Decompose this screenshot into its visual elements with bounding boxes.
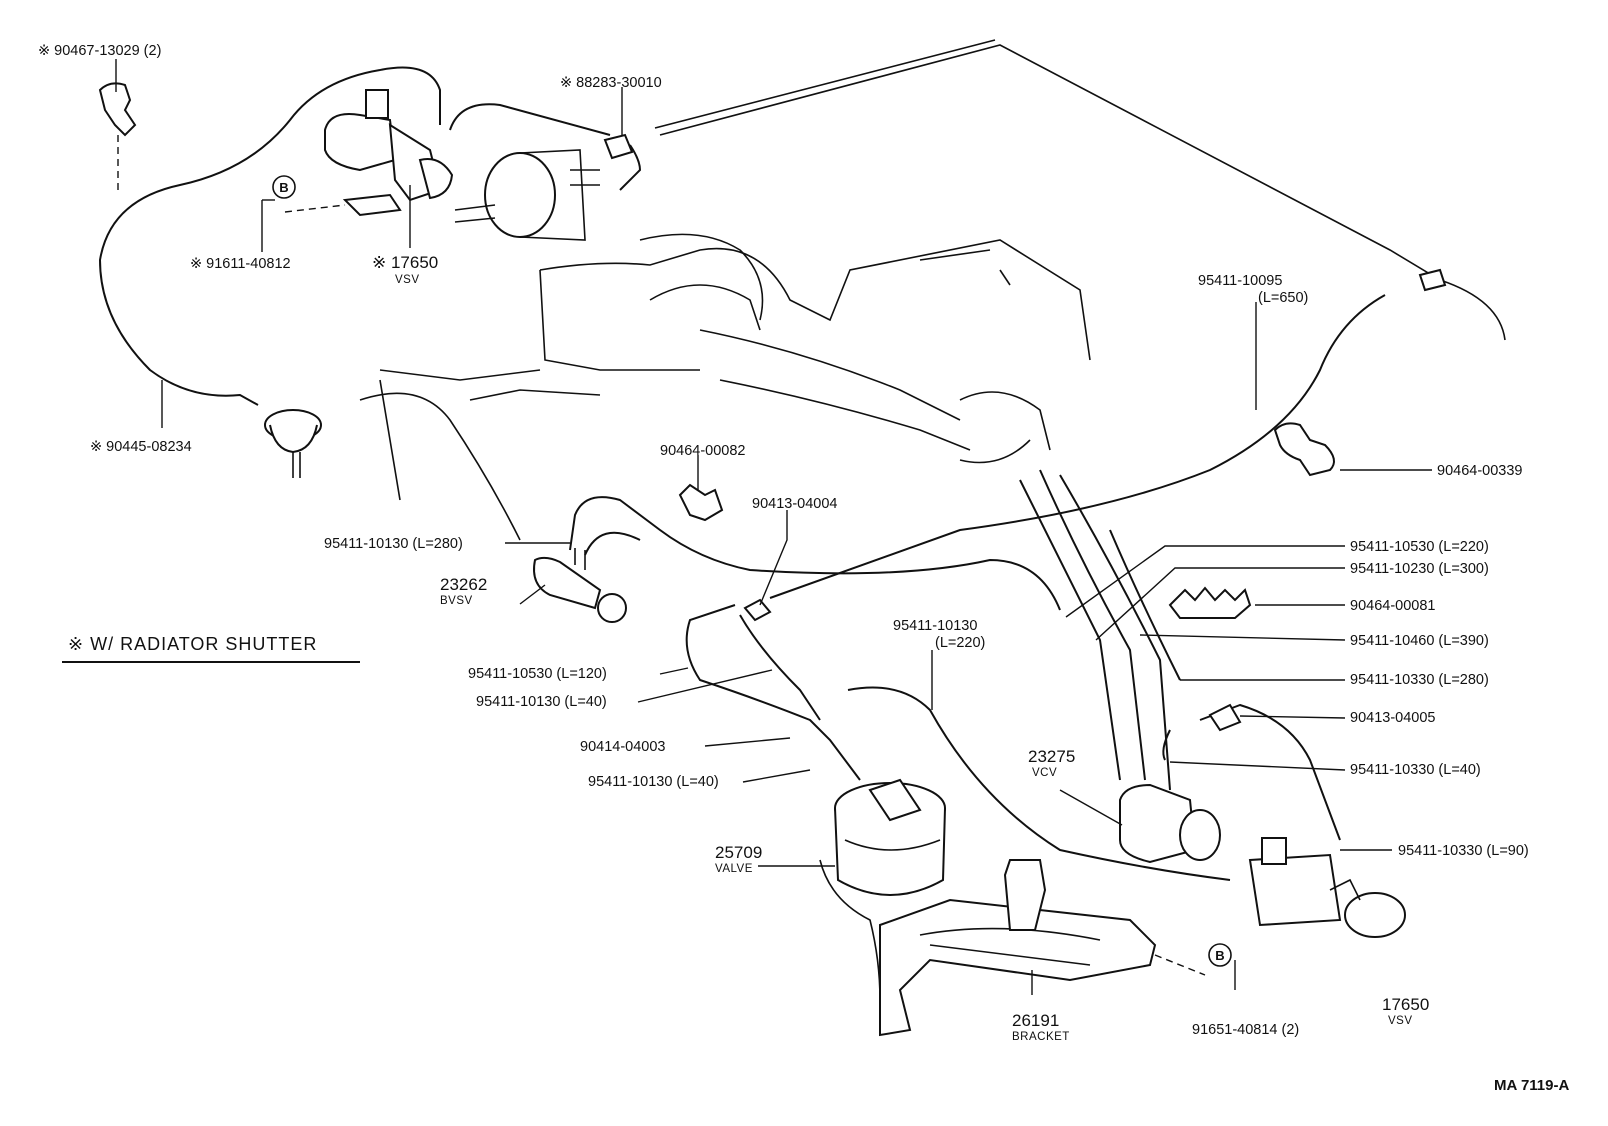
vcv-23275 bbox=[1119, 783, 1221, 864]
label-90464-00081: 90464-00081 bbox=[1350, 598, 1435, 614]
label-90413-04004: 90413-04004 bbox=[752, 496, 837, 512]
label-90464-00082: 90464-00082 bbox=[660, 443, 745, 459]
hose-lines bbox=[98, 39, 1506, 881]
svg-text:※ W/ RADIATOR SHUTTER: ※ W/ RADIATOR SHUTTER bbox=[68, 634, 317, 654]
label-95411-10095: 95411-10095 bbox=[1198, 273, 1282, 289]
label-95411-10230-l300: 95411-10230 (L=300) bbox=[1350, 561, 1489, 577]
engine-outline bbox=[359, 233, 1091, 541]
label-vcv: VCV bbox=[1032, 767, 1057, 779]
label-90467-13029: ※ 90467-13029 (2) bbox=[38, 43, 161, 59]
label-95411-10130-l280: 95411-10130 (L=280) bbox=[324, 536, 463, 552]
filter-canister bbox=[454, 149, 600, 241]
clip-90464-00081 bbox=[1168, 586, 1252, 619]
clip-90464-00082 bbox=[678, 483, 724, 522]
label-bvsv: BVSV bbox=[440, 595, 473, 607]
label-bracket: BRACKET bbox=[1012, 1031, 1070, 1043]
label-91611-40812: ※ 91611-40812 bbox=[190, 256, 291, 272]
label-l650: (L=650) bbox=[1258, 290, 1308, 306]
diaphragm-90445 bbox=[264, 409, 322, 478]
label-95411-10530-l220: 95411-10530 (L=220) bbox=[1350, 539, 1489, 555]
diagram-code: MA 7119-A bbox=[1494, 1077, 1569, 1094]
bolt-marker-b-upper: B bbox=[272, 175, 296, 199]
label-95411-10330-l40: 95411-10330 (L=40) bbox=[1350, 762, 1481, 778]
part-labels: ※ 90467-13029 (2) ※ 88283-30010 ※ 91611-… bbox=[38, 43, 1529, 1043]
bolt-dashed-line bbox=[284, 204, 346, 213]
label-23275: 23275 bbox=[1028, 747, 1075, 766]
label-17650-lower: 17650 bbox=[1382, 995, 1429, 1014]
label-95411-10130-mid: 95411-10130 bbox=[893, 618, 977, 634]
label-26191: 26191 bbox=[1012, 1011, 1059, 1030]
label-88283-30010: ※ 88283-30010 bbox=[560, 75, 662, 91]
svg-text:B: B bbox=[279, 180, 288, 195]
leader-lines bbox=[115, 59, 1432, 995]
label-90413-04005: 90413-04005 bbox=[1350, 710, 1435, 726]
svg-text:B: B bbox=[1215, 948, 1224, 963]
label-l220-mid: (L=220) bbox=[935, 635, 985, 651]
label-90464-00339: 90464-00339 bbox=[1437, 463, 1522, 479]
tee-connectors bbox=[603, 133, 1447, 732]
vsv-lower bbox=[1248, 837, 1406, 938]
label-91651-40814: 91651-40814 (2) bbox=[1192, 1022, 1299, 1038]
vsv-upper bbox=[324, 89, 454, 217]
bvsv-23262 bbox=[533, 548, 627, 623]
label-95411-10330-l90: 95411-10330 (L=90) bbox=[1398, 843, 1529, 859]
label-95411-10530-l120: 95411-10530 (L=120) bbox=[468, 666, 607, 682]
label-95411-10130-l40-a: 95411-10130 (L=40) bbox=[476, 694, 607, 710]
clip-90467 bbox=[98, 82, 137, 190]
label-17650-upper: ※ 17650 bbox=[372, 253, 438, 272]
bracket-26191 bbox=[879, 859, 1206, 1037]
clip-90464-00339 bbox=[1273, 422, 1335, 477]
label-95411-10130-l40-b: 95411-10130 (L=40) bbox=[588, 774, 719, 790]
label-23262: 23262 bbox=[440, 575, 487, 594]
label-90445-08234: ※ 90445-08234 bbox=[90, 439, 192, 455]
label-95411-10330-l280: 95411-10330 (L=280) bbox=[1350, 672, 1489, 688]
label-valve: VALVE bbox=[715, 863, 753, 875]
label-vsv-upper: VSV bbox=[395, 274, 420, 286]
label-vsv-lower: VSV bbox=[1388, 1015, 1413, 1027]
label-95411-10460-l390: 95411-10460 (L=390) bbox=[1350, 633, 1489, 649]
bolt-marker-b-lower: B bbox=[1208, 943, 1232, 967]
label-90414-04003: 90414-04003 bbox=[580, 739, 665, 755]
radiator-shutter-note: ※ W/ RADIATOR SHUTTER bbox=[62, 634, 360, 663]
label-25709: 25709 bbox=[715, 843, 762, 862]
